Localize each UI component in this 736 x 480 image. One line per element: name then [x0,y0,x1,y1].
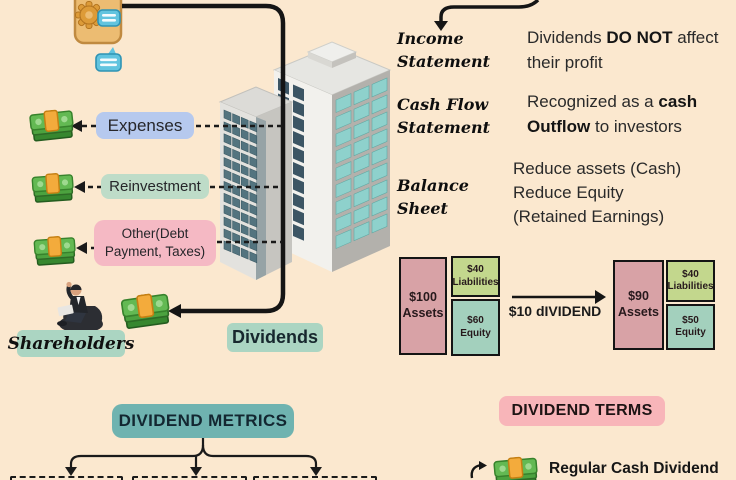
arrowhead-reinvestment [74,181,85,193]
income-statement-label: Income Statement [397,29,491,71]
text: affect their profit [527,28,719,72]
text-line: Reduce assets (Cash) [513,159,682,178]
shareholders-label: Shareholders [8,330,134,357]
metrics-branch-left [69,438,205,468]
equity-value: $60 [467,315,484,326]
assets-caption: Assets [618,305,659,319]
money-stack-icon [28,108,75,144]
cash-flow-statement-effect: Recognized as a cash Outflow to investor… [527,89,733,139]
dividend-metrics-heading: DIVIDEND METRICS [112,404,294,438]
money-stack-icon [493,455,540,480]
gear-operations-icon [73,0,123,72]
text: Recognized as a [527,92,659,111]
text: to investors [590,117,682,136]
dividends-label: Dividends [227,323,323,352]
emphasis-text: DO NOT [606,28,673,47]
highlighted-text: cash Outflow [527,92,698,136]
metrics-branch-right [201,444,318,468]
office-building-illustration [218,41,392,280]
metric-box-placeholder-2 [132,476,247,480]
equity-box-before: $60 Equity [451,299,500,356]
cash-flow-line [122,3,286,314]
dividend-terms-heading: DIVIDEND TERMS [499,396,665,426]
cash-flow-statement-label: Cash Flow Statement [397,95,491,137]
arrowhead-other [76,242,87,254]
metric-box-placeholder-1 [10,476,123,480]
liabilities-caption: Liabilities [452,276,499,288]
assets-box-before: $100 Assets [399,257,447,355]
income-statement-effect: Dividends DO NOT affect their profit [527,25,719,75]
dividend-transition-label: $10 dIVIDEND [508,303,602,319]
equity-value: $50 [682,314,699,326]
text-line: Reduce Equity [513,183,624,202]
shareholder-person-illustration [57,281,103,333]
money-stack-icon [31,172,75,206]
money-stack-icon [33,235,77,269]
assets-value: $90 [628,289,649,304]
liabilities-caption: Liabilities [667,281,714,292]
reinvestment-label: Reinvestment [101,174,209,199]
liabilities-value: $40 [467,264,484,275]
expenses-label: Expenses [96,112,194,139]
metric-box-placeholder-3 [253,476,377,480]
assets-value: $100 [409,290,437,305]
recurring-arrow-icon [470,461,487,479]
equity-box-after: $50 Equity [666,304,715,350]
balance-sheet-label: Balance Sheet [397,176,469,218]
arrowhead-to-dividends [168,304,181,318]
regular-cash-dividend-label: Regular Cash Dividend [549,460,719,477]
liabilities-box-before: $40 Liabilities [451,256,500,297]
assets-box-after: $90 Assets [613,260,664,350]
arrowhead-to-income-statement [434,21,448,31]
text-line: (Retained Earnings) [513,207,665,226]
statements-arrow-line [439,0,540,22]
liabilities-box-after: $40 Liabilities [666,260,715,302]
text: Dividends [527,28,607,47]
other-uses-label: Other(Debt Payment, Taxes) [94,220,216,266]
balance-sheet-effect: Reduce assets (Cash) Reduce Equity (Reta… [513,157,723,229]
assets-caption: Assets [402,306,444,320]
equity-caption: Equity [675,327,706,338]
arrowhead-expenses [71,120,82,132]
money-stack-icon [120,291,172,332]
liabilities-value: $40 [682,268,699,280]
equity-caption: Equity [460,327,491,339]
